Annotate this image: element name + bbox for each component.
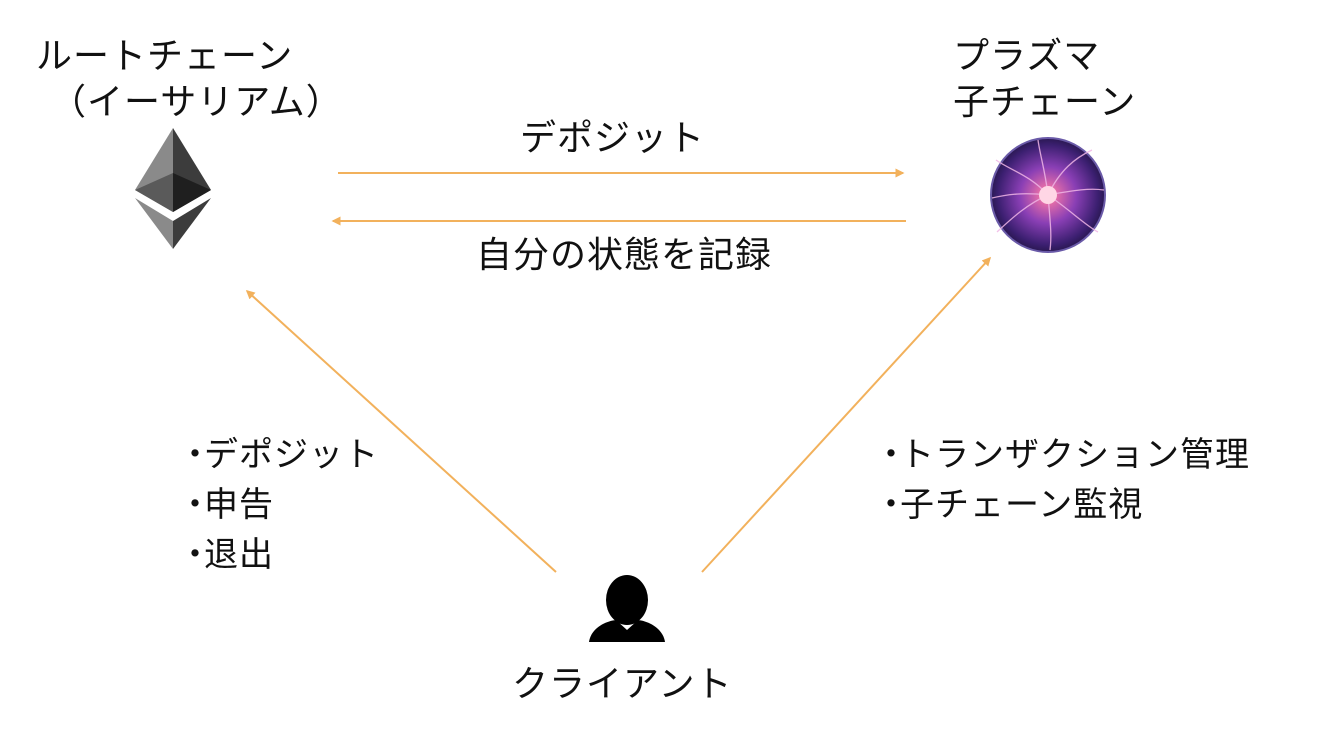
plasma-ball-icon	[990, 137, 1106, 253]
action-item: 申告	[178, 480, 379, 530]
deposit-edge-label: デポジット	[520, 118, 706, 159]
client-to-plasma-actions: トランザクション管理 子チェーン監視	[874, 430, 1250, 530]
action-item: 退出	[178, 530, 379, 580]
record-state-edge-label: 自分の状態を記録	[476, 235, 773, 276]
root-chain-title-line-1: ルートチェーン	[36, 36, 294, 77]
plasma-chain-title-line-2: 子チェーン	[953, 82, 1137, 123]
client-to-root-actions: デポジット 申告 退出	[178, 430, 379, 580]
action-item: 子チェーン監視	[874, 480, 1250, 530]
plasma-chain-title: プラズマ 子チェーン	[953, 34, 1136, 126]
root-chain-title-line-2: （イーサリアム）	[50, 82, 343, 123]
plasma-chain-title-line-1: プラズマ	[953, 36, 1101, 77]
client-to-plasma-arrow	[701, 256, 992, 573]
person-icon	[589, 575, 665, 642]
client-label: クライアント	[512, 664, 733, 705]
root-chain-title: ルートチェーン （イーサリアム）	[36, 34, 343, 126]
client-to-root-arrow	[245, 289, 557, 573]
action-item: デポジット	[178, 430, 379, 480]
ethereum-logo-icon	[135, 128, 211, 249]
action-item: トランザクション管理	[874, 430, 1250, 480]
